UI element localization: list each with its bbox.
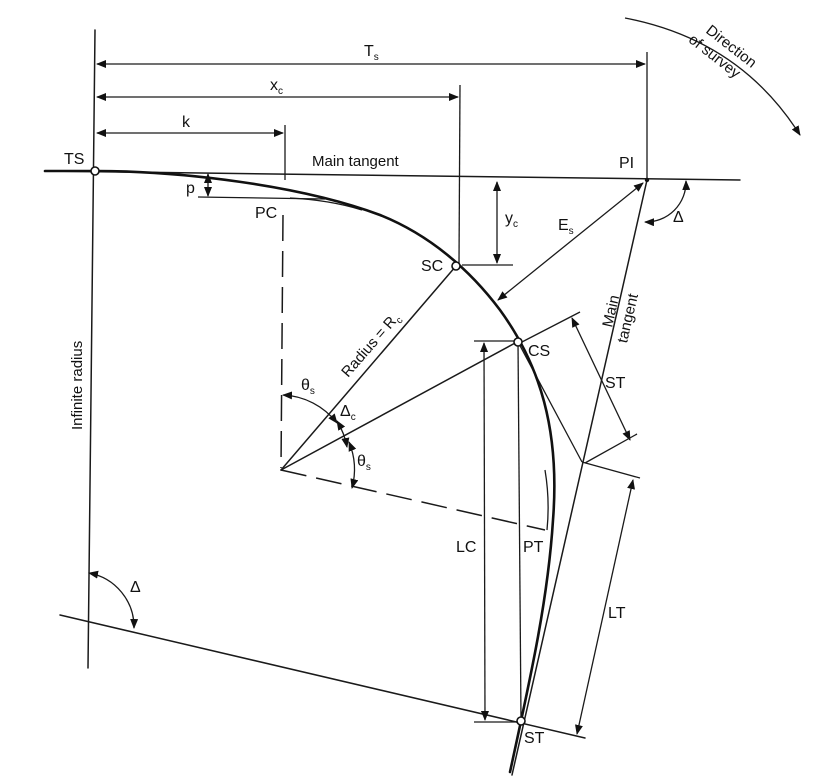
delta-bottom-label: Δ	[130, 579, 141, 596]
delta-c-label: Δc	[340, 403, 356, 423]
lt-dimension-line	[575, 479, 635, 735]
delta-bottom-arc	[88, 570, 139, 629]
shifted-circle-arc	[289, 197, 363, 211]
radius-to-sc	[280, 265, 457, 471]
k-dim-label: k	[182, 114, 191, 131]
lc-dimension-line	[480, 342, 489, 721]
xc-dim-label: xc	[270, 77, 283, 97]
theta-s-label-2: θs	[357, 453, 371, 473]
ts-point-label: TS	[64, 151, 84, 168]
st-dim-label: ST	[605, 375, 626, 392]
st-marker	[516, 716, 526, 726]
p-dim-label: p	[186, 180, 195, 197]
extension-line-sc	[458, 84, 461, 265]
pi-marker	[644, 177, 650, 183]
delta-top-arc	[644, 180, 691, 227]
radius-to-cs	[280, 341, 518, 471]
lt-dim-label: LT	[608, 605, 626, 622]
cs-marker	[513, 337, 523, 347]
cs-point-label: CS	[528, 343, 550, 360]
sc-marker	[451, 261, 461, 271]
pc-point-label: PC	[255, 205, 277, 222]
infinite-radius-line	[87, 29, 96, 669]
es-dimension-line	[497, 182, 644, 301]
radius-label: Radius = Rc	[338, 309, 405, 382]
infinite-radius-label: Infinite radius	[69, 341, 86, 430]
main-tangent-right-line	[511, 179, 648, 776]
theta-s-arc-1	[282, 391, 338, 424]
st-dimension-line	[571, 317, 631, 441]
sc-point-label: SC	[421, 258, 443, 275]
main-tangent-top-label: Main tangent	[312, 153, 400, 170]
st-extension-line-upper	[519, 311, 581, 344]
main-tangent-right-label: Main tangent	[597, 287, 643, 344]
spiral-tangent-cs	[517, 341, 583, 463]
spiral-tangent-st-tick	[581, 461, 641, 479]
chord-cs-st	[517, 341, 522, 721]
delta-c-arc	[336, 420, 350, 448]
yc-dim-label: yc	[505, 210, 518, 230]
center-lower-dashed	[280, 469, 546, 531]
pt-point-label: PT	[523, 539, 544, 556]
spiral-curve	[43, 169, 556, 774]
pt-spiral-tick	[544, 469, 549, 531]
ts-dim-label: Ts	[364, 43, 379, 63]
theta-s-arc-2	[348, 441, 359, 489]
es-dim-label: Es	[558, 217, 574, 237]
lc-dim-label: LC	[456, 539, 476, 556]
direction-of-survey-arrow	[624, 17, 801, 136]
center-vertical-dashed	[280, 214, 284, 469]
st-extension-line-lower	[584, 433, 638, 464]
ts-marker	[90, 166, 100, 176]
bottom-baseline-line	[59, 614, 586, 739]
pi-point-label: PI	[619, 155, 634, 172]
delta-top-label: Δ	[673, 209, 684, 226]
st-point-label: ST	[524, 730, 545, 747]
theta-s-label-1: θs	[301, 377, 315, 397]
